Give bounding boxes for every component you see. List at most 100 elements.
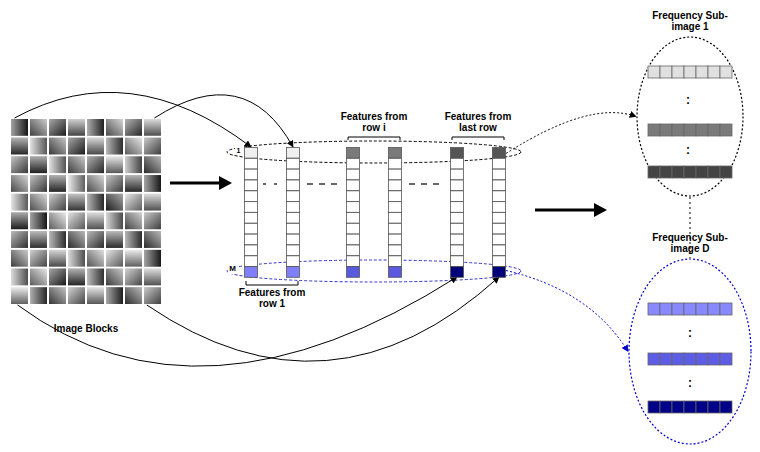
ellipsis-mark: :: [686, 326, 694, 340]
frequency-cell: [696, 303, 708, 315]
image-block-shade: [11, 138, 28, 155]
image-block-shade: [144, 269, 161, 286]
image-block: [106, 231, 123, 248]
frequency-cell: [672, 66, 684, 78]
image-block: [11, 213, 28, 230]
image-block-shade: [68, 213, 85, 230]
image-block: [30, 287, 47, 304]
image-block-shade: [87, 231, 104, 248]
image-block-shade: [87, 250, 104, 267]
image-block-shade: [30, 287, 47, 304]
feature-cell: [389, 180, 402, 191]
feature-cell: [389, 213, 402, 224]
image-block: [11, 269, 28, 286]
frequency-cell: [672, 124, 684, 136]
image-block: [144, 213, 161, 230]
image-block-shade: [125, 250, 142, 267]
image-block-shade: [68, 156, 85, 173]
frequency-cell: [660, 66, 672, 78]
feature-cell: [451, 245, 464, 256]
image-block: [87, 213, 104, 230]
image-block: [87, 156, 104, 173]
frequency-cell: [720, 124, 732, 136]
image-block: [30, 213, 47, 230]
feature-cell: [245, 191, 258, 202]
image-block-shade: [144, 213, 161, 230]
image-block-shade: [49, 119, 66, 136]
feature-cell: [245, 180, 258, 191]
image-block-shade: [106, 231, 123, 248]
feature-columns: Features from row 1: [244, 147, 300, 277]
image-block: [87, 287, 104, 304]
frequency-cell: [696, 401, 708, 413]
frequency-cell: [660, 401, 672, 413]
image-block-shade: [49, 194, 66, 211]
feature-label: Features from row i: [334, 111, 414, 133]
image-block-shade: [106, 156, 123, 173]
feature-cell: [493, 169, 506, 180]
sub-image-circle: Frequency Sub-image D: [628, 258, 752, 445]
frequency-cell: [648, 66, 660, 78]
feature-cell: [493, 213, 506, 224]
flow-arrow-head: [219, 176, 232, 190]
image-block: [125, 119, 142, 136]
image-block-shade: [11, 175, 28, 192]
image-block: [106, 138, 123, 155]
feature-cell: [389, 191, 402, 202]
feature-columns: Features from last row: [450, 147, 506, 277]
image-block: [11, 287, 28, 304]
image-block-shade: [106, 269, 123, 286]
image-block-shade: [11, 194, 28, 211]
image-block-shade: [49, 156, 66, 173]
feature-cell: [347, 245, 360, 256]
image-block-shade: [11, 213, 28, 230]
node-figure: [450, 147, 506, 277]
image-block: [106, 250, 123, 267]
image-block: [30, 231, 47, 248]
image-block: [49, 213, 66, 230]
feature-cell: [347, 191, 360, 202]
connector: [18, 277, 457, 366]
node-figure: [636, 36, 744, 197]
feature-cell: [347, 169, 360, 180]
image-block: [30, 138, 47, 155]
image-block-shade: [68, 231, 85, 248]
image-block-shade: [49, 250, 66, 267]
frequency-cell: [660, 353, 672, 365]
feature-cell: [389, 169, 402, 180]
image-block: [68, 287, 85, 304]
frequency-cell: [684, 303, 696, 315]
image-block: [106, 119, 123, 136]
frequency-cell: [696, 124, 708, 136]
feature-cell: [451, 234, 464, 245]
feature-cell: [493, 202, 506, 213]
image-block: [49, 175, 66, 192]
image-blocks: Image Blocks: [10, 118, 162, 305]
feature-cell: [347, 256, 360, 267]
sub-image-circle: [629, 259, 751, 444]
image-block-shade: [125, 156, 142, 173]
node-figure: [244, 147, 300, 277]
image-block: [11, 119, 28, 136]
image-block: [125, 194, 142, 211]
feature-cell: [493, 223, 506, 234]
feature-cell: [287, 180, 300, 191]
image-block: [11, 250, 28, 267]
image-block-shade: [30, 250, 47, 267]
frequency-cell: [720, 401, 732, 413]
image-block-shade: [68, 119, 85, 136]
image-block-shade: [49, 175, 66, 192]
image-block: [106, 156, 123, 173]
flow-arrow-head: [594, 203, 607, 217]
image-block-shade: [11, 156, 28, 173]
feature-cell: [347, 148, 360, 159]
image-block: [106, 269, 123, 286]
image-block-shade: [125, 213, 142, 230]
feature-cell: [245, 267, 258, 278]
image-block: [106, 175, 123, 192]
image-block-shade: [125, 119, 142, 136]
feature-cell: [347, 213, 360, 224]
feature-cell: [347, 202, 360, 213]
node-figure: [628, 258, 752, 445]
row-group-ellipse: [227, 141, 521, 163]
